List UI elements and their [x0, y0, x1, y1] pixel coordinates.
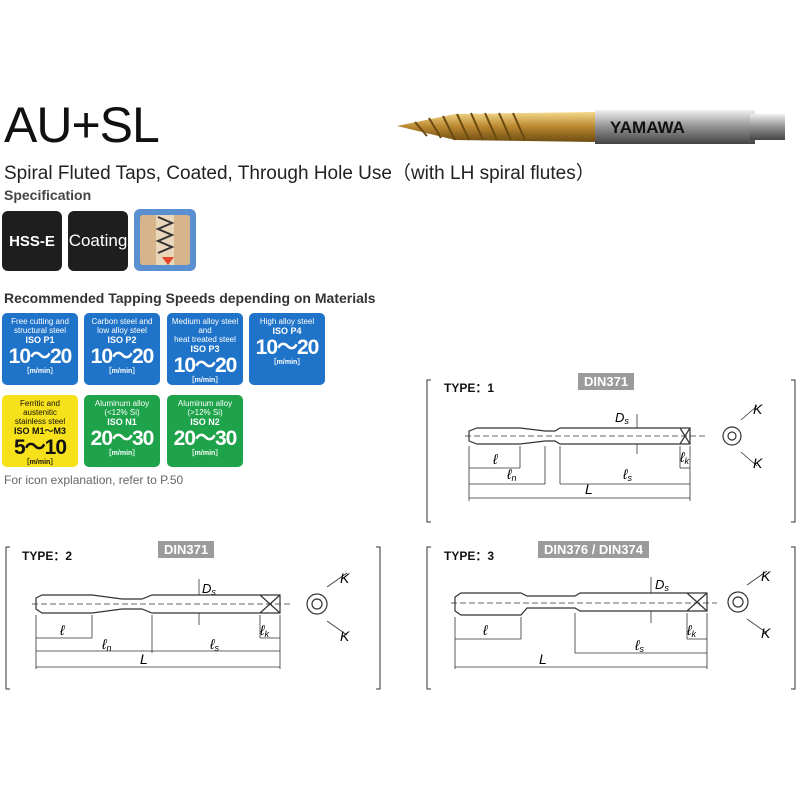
svg-text:Ds: Ds — [202, 581, 216, 597]
lk-label: ℓk — [679, 449, 690, 466]
type3-standard: DIN376 / DIN374 — [538, 541, 649, 558]
tapping-speeds-heading: Recommended Tapping Speeds depending on … — [4, 290, 376, 306]
ln-label: ℓn — [506, 466, 517, 483]
svg-text:K: K — [761, 568, 771, 584]
svg-text:ℓ: ℓ — [482, 622, 488, 638]
svg-text:Ds: Ds — [655, 577, 669, 593]
svg-text:L: L — [539, 651, 547, 667]
type2-label: TYPE：2 — [22, 549, 73, 563]
specification-label: Specification — [4, 187, 92, 203]
svg-text:K: K — [340, 628, 350, 644]
L-label: L — [585, 481, 593, 497]
type1-standard: DIN371 — [578, 373, 635, 390]
svg-text:K: K — [761, 625, 771, 641]
coating-badge: Coating — [68, 211, 128, 271]
ls-label: ℓs — [622, 466, 633, 483]
svg-text:K: K — [340, 570, 350, 586]
speed-tile-p3: Medium alloy steel and heat treated stee… — [167, 313, 243, 385]
k-label-top: K — [753, 401, 763, 417]
type2-standard: DIN371 — [158, 541, 215, 558]
type3-label: TYPE：3 — [444, 549, 495, 563]
type1-label: TYPE：1 — [444, 381, 495, 395]
product-subtitle: Spiral Fluted Taps, Coated, Through Hole… — [4, 163, 595, 184]
svg-text:ℓk: ℓk — [259, 622, 270, 639]
svg-text:L: L — [140, 651, 148, 667]
svg-text:ℓn: ℓn — [101, 636, 112, 653]
l-label: ℓ — [492, 451, 498, 467]
svg-text:ℓk: ℓk — [686, 622, 697, 639]
type1-diagram: Ds ℓ ℓn ℓs ℓk L K K — [425, 376, 797, 526]
icon-explanation-note: For icon explanation, refer to P.50 — [4, 473, 184, 487]
ds-label: Ds — [615, 410, 629, 426]
type2-diagram: Ds ℓ ℓn ℓs ℓk L K K — [2, 543, 382, 693]
tap-product-image: YAMAWA — [397, 110, 785, 144]
svg-text:ℓs: ℓs — [634, 637, 645, 654]
hss-e-badge: HSS-E — [2, 211, 62, 271]
tap-brand-text: YAMAWA — [610, 118, 685, 137]
through-hole-icon — [134, 209, 196, 271]
k-label-bottom: K — [753, 455, 763, 471]
svg-text:ℓ: ℓ — [59, 622, 65, 638]
type3-diagram: Ds ℓ ℓs ℓk L K K — [425, 543, 797, 693]
product-title: AU+SL — [4, 97, 160, 153]
svg-text:ℓs: ℓs — [209, 636, 220, 653]
